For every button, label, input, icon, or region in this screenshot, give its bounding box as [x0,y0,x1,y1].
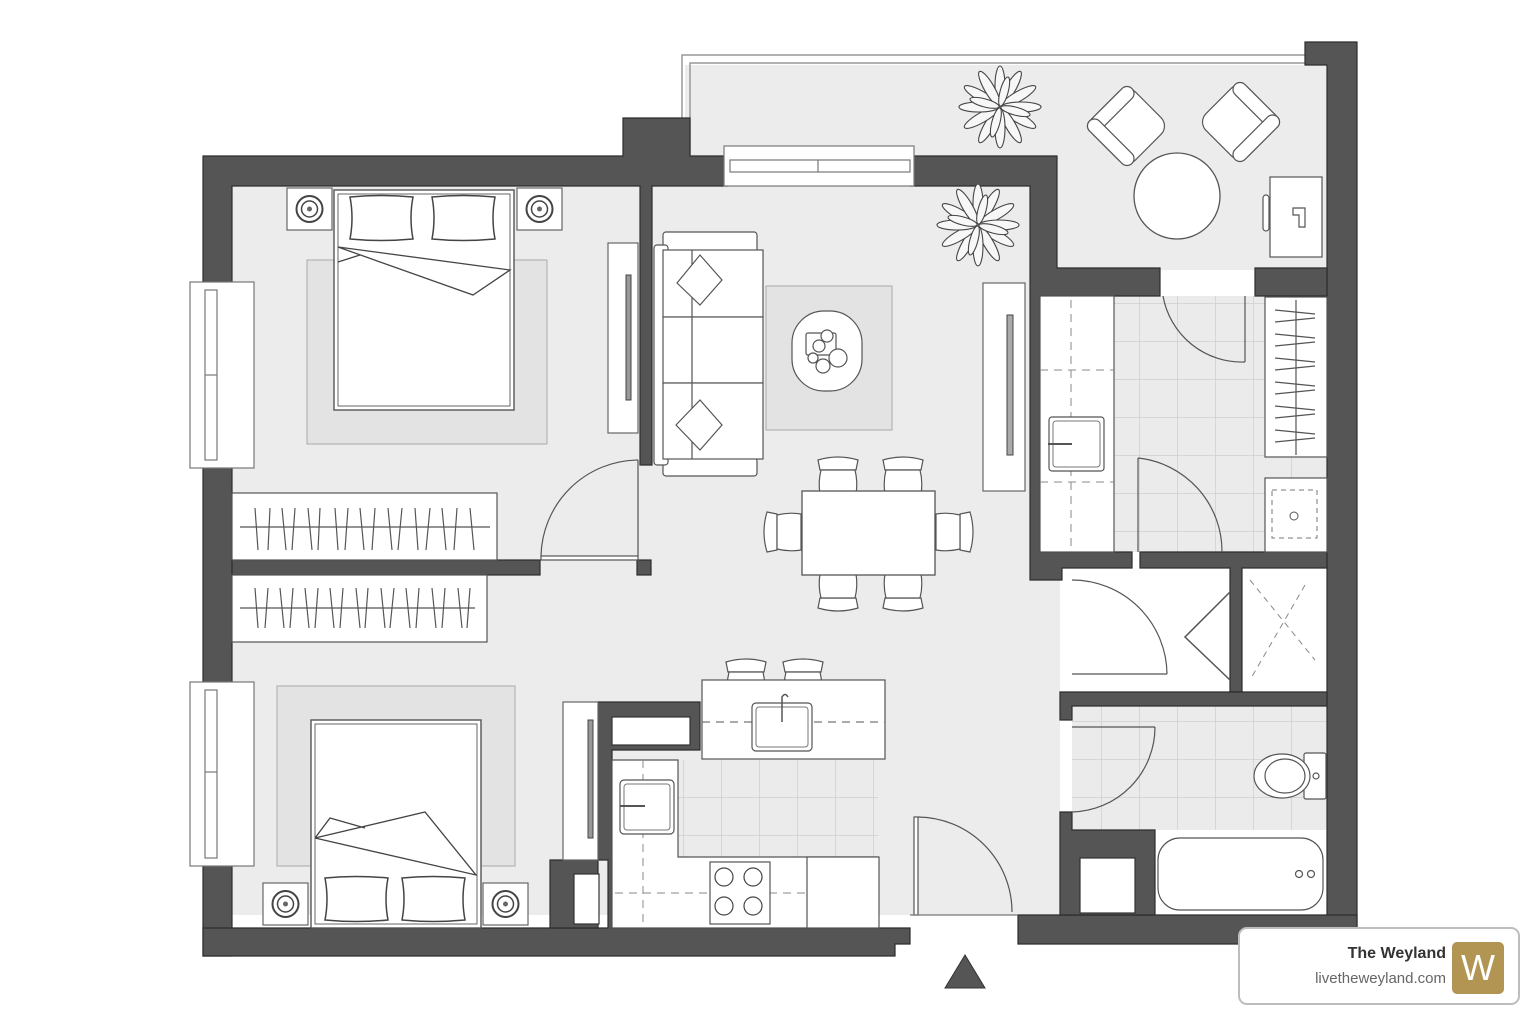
nightstand [286,187,333,231]
chair [763,511,802,553]
brand-logo-icon: W [1452,942,1504,994]
dishwasher [806,856,880,929]
dining-table [801,490,936,576]
bedroom-1 [231,187,639,561]
armchair [1201,81,1281,163]
tv [625,274,632,401]
nightstand [262,882,309,926]
pillow [349,194,414,242]
chair [817,456,859,495]
storage-closet [1079,857,1136,914]
door-bathroom[interactable] [1071,726,1156,813]
toilet [1253,752,1327,800]
round-table [1133,152,1221,240]
chair [882,573,924,612]
pillow [324,875,389,923]
window-bedroom-1 [189,281,255,469]
tv-console [982,282,1026,492]
closet-items [1249,579,1316,681]
washer [1264,477,1328,553]
bathtub [1157,837,1324,911]
chair [935,511,974,553]
nightstand [516,187,563,231]
living-room [653,183,1026,492]
laundry-room [1039,295,1328,553]
chair [817,573,859,612]
brand-name: The Weyland [1347,945,1446,962]
tv [587,719,594,839]
bedroom-2 [231,574,599,929]
nightstand [482,882,529,926]
door-laundry-balcony[interactable] [1162,295,1246,363]
brand-card: The Weyland livetheweyland.com W [1238,927,1520,1005]
storage-closet [573,873,600,925]
chair [882,456,924,495]
balcony [958,65,1323,258]
bathroom [1071,726,1327,911]
door-laundry[interactable] [1137,457,1223,553]
utility-sink [1262,176,1323,258]
kitchen [611,658,886,929]
storage-closet [611,716,691,746]
armchair [1086,85,1166,167]
closet-floor [1242,568,1327,693]
pillow [401,875,466,923]
kitchen-floor [678,760,878,857]
dining [763,456,974,612]
window-bedroom-2 [189,681,255,867]
pillow [431,194,496,242]
door-closet[interactable] [1183,591,1231,681]
coffee-table [791,310,863,392]
door-hall[interactable] [1071,579,1168,675]
entry-marker-icon [944,954,986,989]
tv-console [607,242,639,434]
entry-door[interactable] [910,816,1018,916]
cooktop [709,861,771,925]
tv [1006,314,1014,456]
windows [189,145,915,867]
brand-url[interactable]: livetheweyland.com [1315,970,1446,987]
sofa [653,231,764,477]
door-bedroom-1[interactable] [540,459,639,561]
